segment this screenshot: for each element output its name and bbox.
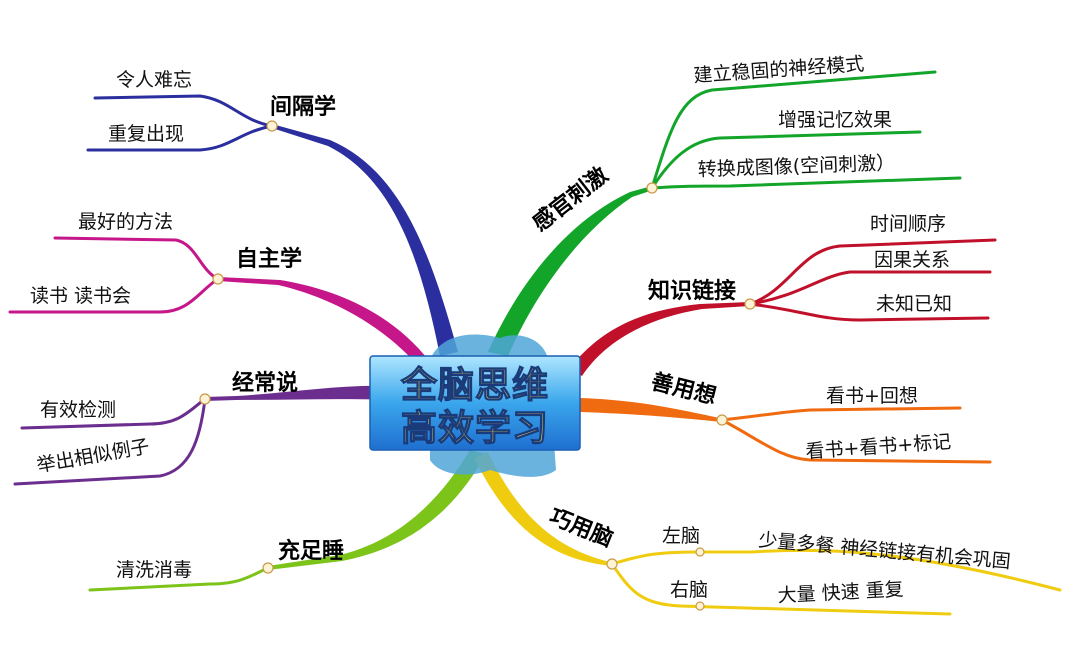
branch-spaced-trunk <box>272 124 458 356</box>
leaf-senses-2: 增强记忆效果 <box>778 109 892 131</box>
leaf-spaced-1: 令人难忘 <box>116 69 192 91</box>
link-link-2 <box>748 270 992 306</box>
branch-label-sleep: 充足睡 <box>278 538 344 564</box>
link-spaced-1 <box>93 94 274 128</box>
link-link-3 <box>748 302 990 322</box>
link-senses-3 <box>650 176 962 190</box>
center-title-line2: 高效学习 <box>401 407 549 449</box>
node-dot <box>262 562 274 574</box>
leaf-link-3: 未知已知 <box>876 293 952 315</box>
leaf-brain-right-label: 右脑 <box>670 579 708 601</box>
leaf-self-1: 最好的方法 <box>78 211 173 233</box>
leaf-brain-left-label: 左脑 <box>662 525 700 547</box>
branch-think-trunk <box>580 398 722 422</box>
node-dot <box>695 547 705 557</box>
node-dot <box>606 558 618 570</box>
leaf-think-1: 看书+回想 <box>826 385 918 407</box>
link-think-1 <box>720 406 962 422</box>
link-sleep-1 <box>88 566 270 592</box>
node-dot <box>716 414 728 426</box>
center-node: 全脑思维 高效学习 <box>369 334 581 477</box>
link-speak-1 <box>20 397 207 430</box>
link-spaced-2 <box>86 124 274 152</box>
link-self-1 <box>53 236 220 281</box>
node-dot <box>199 393 211 405</box>
leaf-senses-1: 建立稳固的神经模式 <box>693 53 865 87</box>
leaf-link-1: 时间顺序 <box>870 213 946 235</box>
node-dot <box>212 273 224 285</box>
link-senses-1 <box>650 70 937 190</box>
center-title-line1: 全脑思维 <box>400 364 549 406</box>
branch-speak-trunk <box>205 385 392 401</box>
node-dot <box>266 120 278 132</box>
link-senses-2 <box>650 130 922 190</box>
leaf-think-2: 看书+看书+标记 <box>805 431 952 463</box>
leaf-sleep-1: 清洗消毒 <box>116 559 192 581</box>
leaf-spaced-2: 重复出现 <box>108 123 184 145</box>
link-self-2 <box>8 277 220 314</box>
link-link-1 <box>748 238 997 306</box>
branch-label-spaced: 间隔学 <box>270 94 336 120</box>
link-speak-2 <box>13 397 207 486</box>
link-think-2 <box>720 418 992 464</box>
leaf-brain-right-detail: 大量 快速 重复 <box>777 578 904 607</box>
center-box <box>369 355 581 451</box>
node-dot <box>695 601 705 611</box>
branch-label-think: 善用想 <box>649 369 719 410</box>
branch-label-link: 知识链接 <box>648 278 736 304</box>
branch-self-trunk <box>218 277 430 368</box>
leaf-brain-left-detail: 少量多餐 神经链接有机会巩固 <box>758 529 1012 573</box>
node-dot <box>744 298 756 310</box>
leaf-senses-3: 转换成图像(空间刺激） <box>697 152 895 181</box>
branch-label-speak: 经常说 <box>232 370 298 396</box>
branch-label-senses: 感官刺激 <box>528 162 613 237</box>
link-brain-right <box>610 562 952 616</box>
node-dot <box>646 182 658 194</box>
branch-link-trunk <box>570 302 750 376</box>
leaf-speak-1: 有效检测 <box>40 399 116 421</box>
branch-label-self: 自主学 <box>236 246 302 272</box>
branch-senses-trunk <box>488 186 653 356</box>
leaf-link-2: 因果关系 <box>874 249 950 271</box>
link-brain-left <box>610 548 1062 592</box>
leaf-speak-2: 举出相似例子 <box>35 435 151 476</box>
leaf-self-2: 读书 读书会 <box>30 285 131 307</box>
